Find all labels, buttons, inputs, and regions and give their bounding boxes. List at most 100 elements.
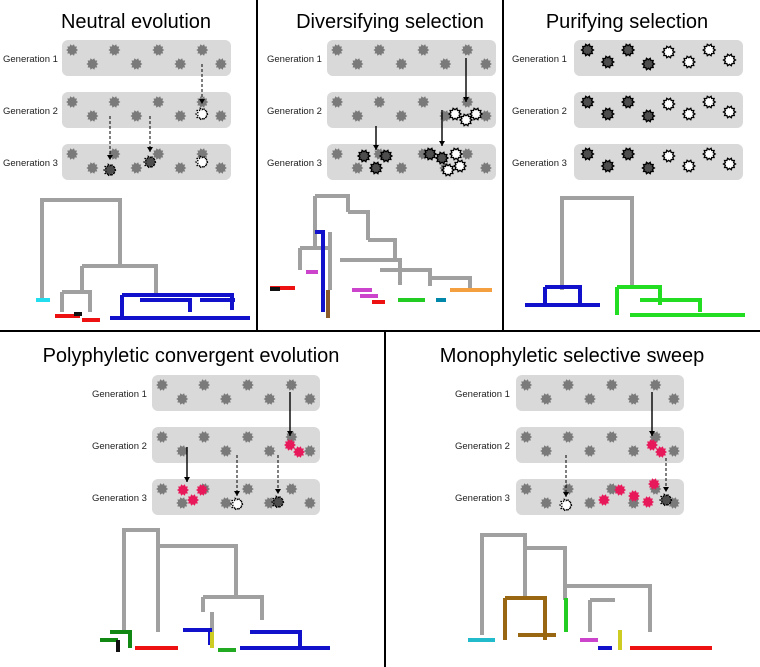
virus-particle: [196, 44, 209, 56]
virus-particle: [86, 58, 99, 70]
virus-particle: [520, 379, 533, 391]
virus-particle: [461, 44, 474, 56]
virus-particle: [583, 497, 596, 509]
arrow-head: [234, 491, 240, 496]
virus-particle: [458, 113, 474, 127]
virus-particle: [86, 162, 99, 174]
virus-particle: [605, 431, 618, 443]
generation-label: Generation 3: [267, 158, 322, 169]
arrow-head: [563, 492, 569, 497]
virus-particle: [174, 162, 187, 174]
virus-particle: [102, 163, 118, 177]
virus-particle: [214, 110, 227, 122]
virus-particle: [681, 107, 697, 121]
virus-particle: [722, 105, 737, 119]
generation-label: Generation 2: [455, 441, 510, 452]
panel-diversifying-selection: Diversifying selection Generation 1 Gene…: [267, 11, 496, 180]
virus-particle: [440, 163, 456, 177]
virus-particle: [351, 110, 364, 122]
virus-particle: [627, 497, 640, 509]
generation-box: [152, 427, 320, 463]
arrow-head: [107, 155, 113, 160]
virus-particle: [303, 445, 316, 457]
virus-particle: [156, 431, 169, 443]
virus-particle: [229, 497, 245, 511]
virus-particle: [331, 96, 344, 108]
panel-polyphyletic-convergent-evolution: Polyphyletic convergent evolution Genera…: [43, 345, 340, 515]
virus-particle: [214, 162, 227, 174]
virus-particle: [187, 494, 199, 506]
virus-particle: [641, 109, 656, 123]
generation-label: Generation 1: [3, 54, 58, 65]
virus-particle: [479, 110, 492, 122]
virus-particle: [600, 159, 615, 173]
virus-particle: [461, 148, 474, 160]
virus-particle: [368, 161, 384, 175]
virus-particle: [108, 44, 121, 56]
virus-particle: [642, 496, 654, 508]
virus-particle: [562, 431, 575, 443]
arrow-head: [463, 97, 469, 102]
virus-particle: [417, 96, 430, 108]
virus-particle: [373, 96, 386, 108]
virus-particle: [176, 445, 189, 457]
arrow-head: [199, 99, 205, 104]
virus-particle: [285, 483, 298, 495]
virus-particle: [395, 162, 408, 174]
generation-label: Generation 2: [512, 106, 567, 117]
virus-particle: [540, 497, 553, 509]
virus-particle: [614, 484, 626, 496]
generation-label: Generation 1: [455, 389, 510, 400]
virus-particle: [605, 379, 618, 391]
generation-box: [62, 40, 231, 76]
virus-particle: [580, 43, 595, 57]
virus-particle: [152, 96, 165, 108]
panel-neutral-evolution: Neutral evolution Generation 1 Generatio…: [3, 11, 231, 180]
virus-particle: [331, 148, 344, 160]
virus-particle: [86, 110, 99, 122]
generation-box: [516, 427, 684, 463]
generation-box: [62, 92, 231, 128]
virus-particle: [241, 483, 254, 495]
virus-particle: [479, 162, 492, 174]
virus-particle: [285, 379, 298, 391]
virus-particle: [722, 157, 737, 171]
generation-label: Generation 1: [92, 389, 147, 400]
virus-particle: [580, 147, 595, 161]
generation-label: Generation 2: [267, 106, 322, 117]
virus-particle: [540, 393, 553, 405]
virus-particle: [452, 159, 468, 173]
generation-label: Generation 2: [3, 106, 58, 117]
virus-particle: [702, 43, 717, 57]
virus-particle: [641, 57, 656, 71]
virus-particle: [600, 55, 615, 69]
virus-particle: [648, 478, 660, 490]
virus-particle: [156, 379, 169, 391]
virus-particle: [583, 393, 596, 405]
virus-particle: [422, 147, 438, 161]
virus-particle: [605, 483, 618, 495]
virus-particle: [241, 431, 254, 443]
virus-particle: [562, 483, 575, 495]
virus-particle: [198, 379, 211, 391]
generation-box: [516, 375, 684, 411]
panel-title: Polyphyletic convergent evolution: [43, 345, 340, 367]
virus-particle: [620, 147, 636, 161]
generation-label: Generation 2: [92, 441, 147, 452]
virus-particle: [722, 53, 737, 67]
generation-label: Generation 3: [512, 158, 567, 169]
virus-particle: [520, 483, 533, 495]
virus-particle: [661, 45, 676, 59]
generation-box: [327, 40, 496, 76]
tree-purifying-selection: [525, 196, 745, 317]
virus-particle: [702, 95, 717, 109]
virus-particle: [562, 379, 575, 391]
virus-particle: [627, 445, 640, 457]
virus-particle: [196, 484, 208, 496]
tree-neutral-evolution: [36, 198, 250, 322]
virus-particle: [600, 107, 615, 121]
virus-particle: [373, 44, 386, 56]
virus-particle: [628, 490, 640, 502]
arrow-head: [663, 487, 669, 492]
